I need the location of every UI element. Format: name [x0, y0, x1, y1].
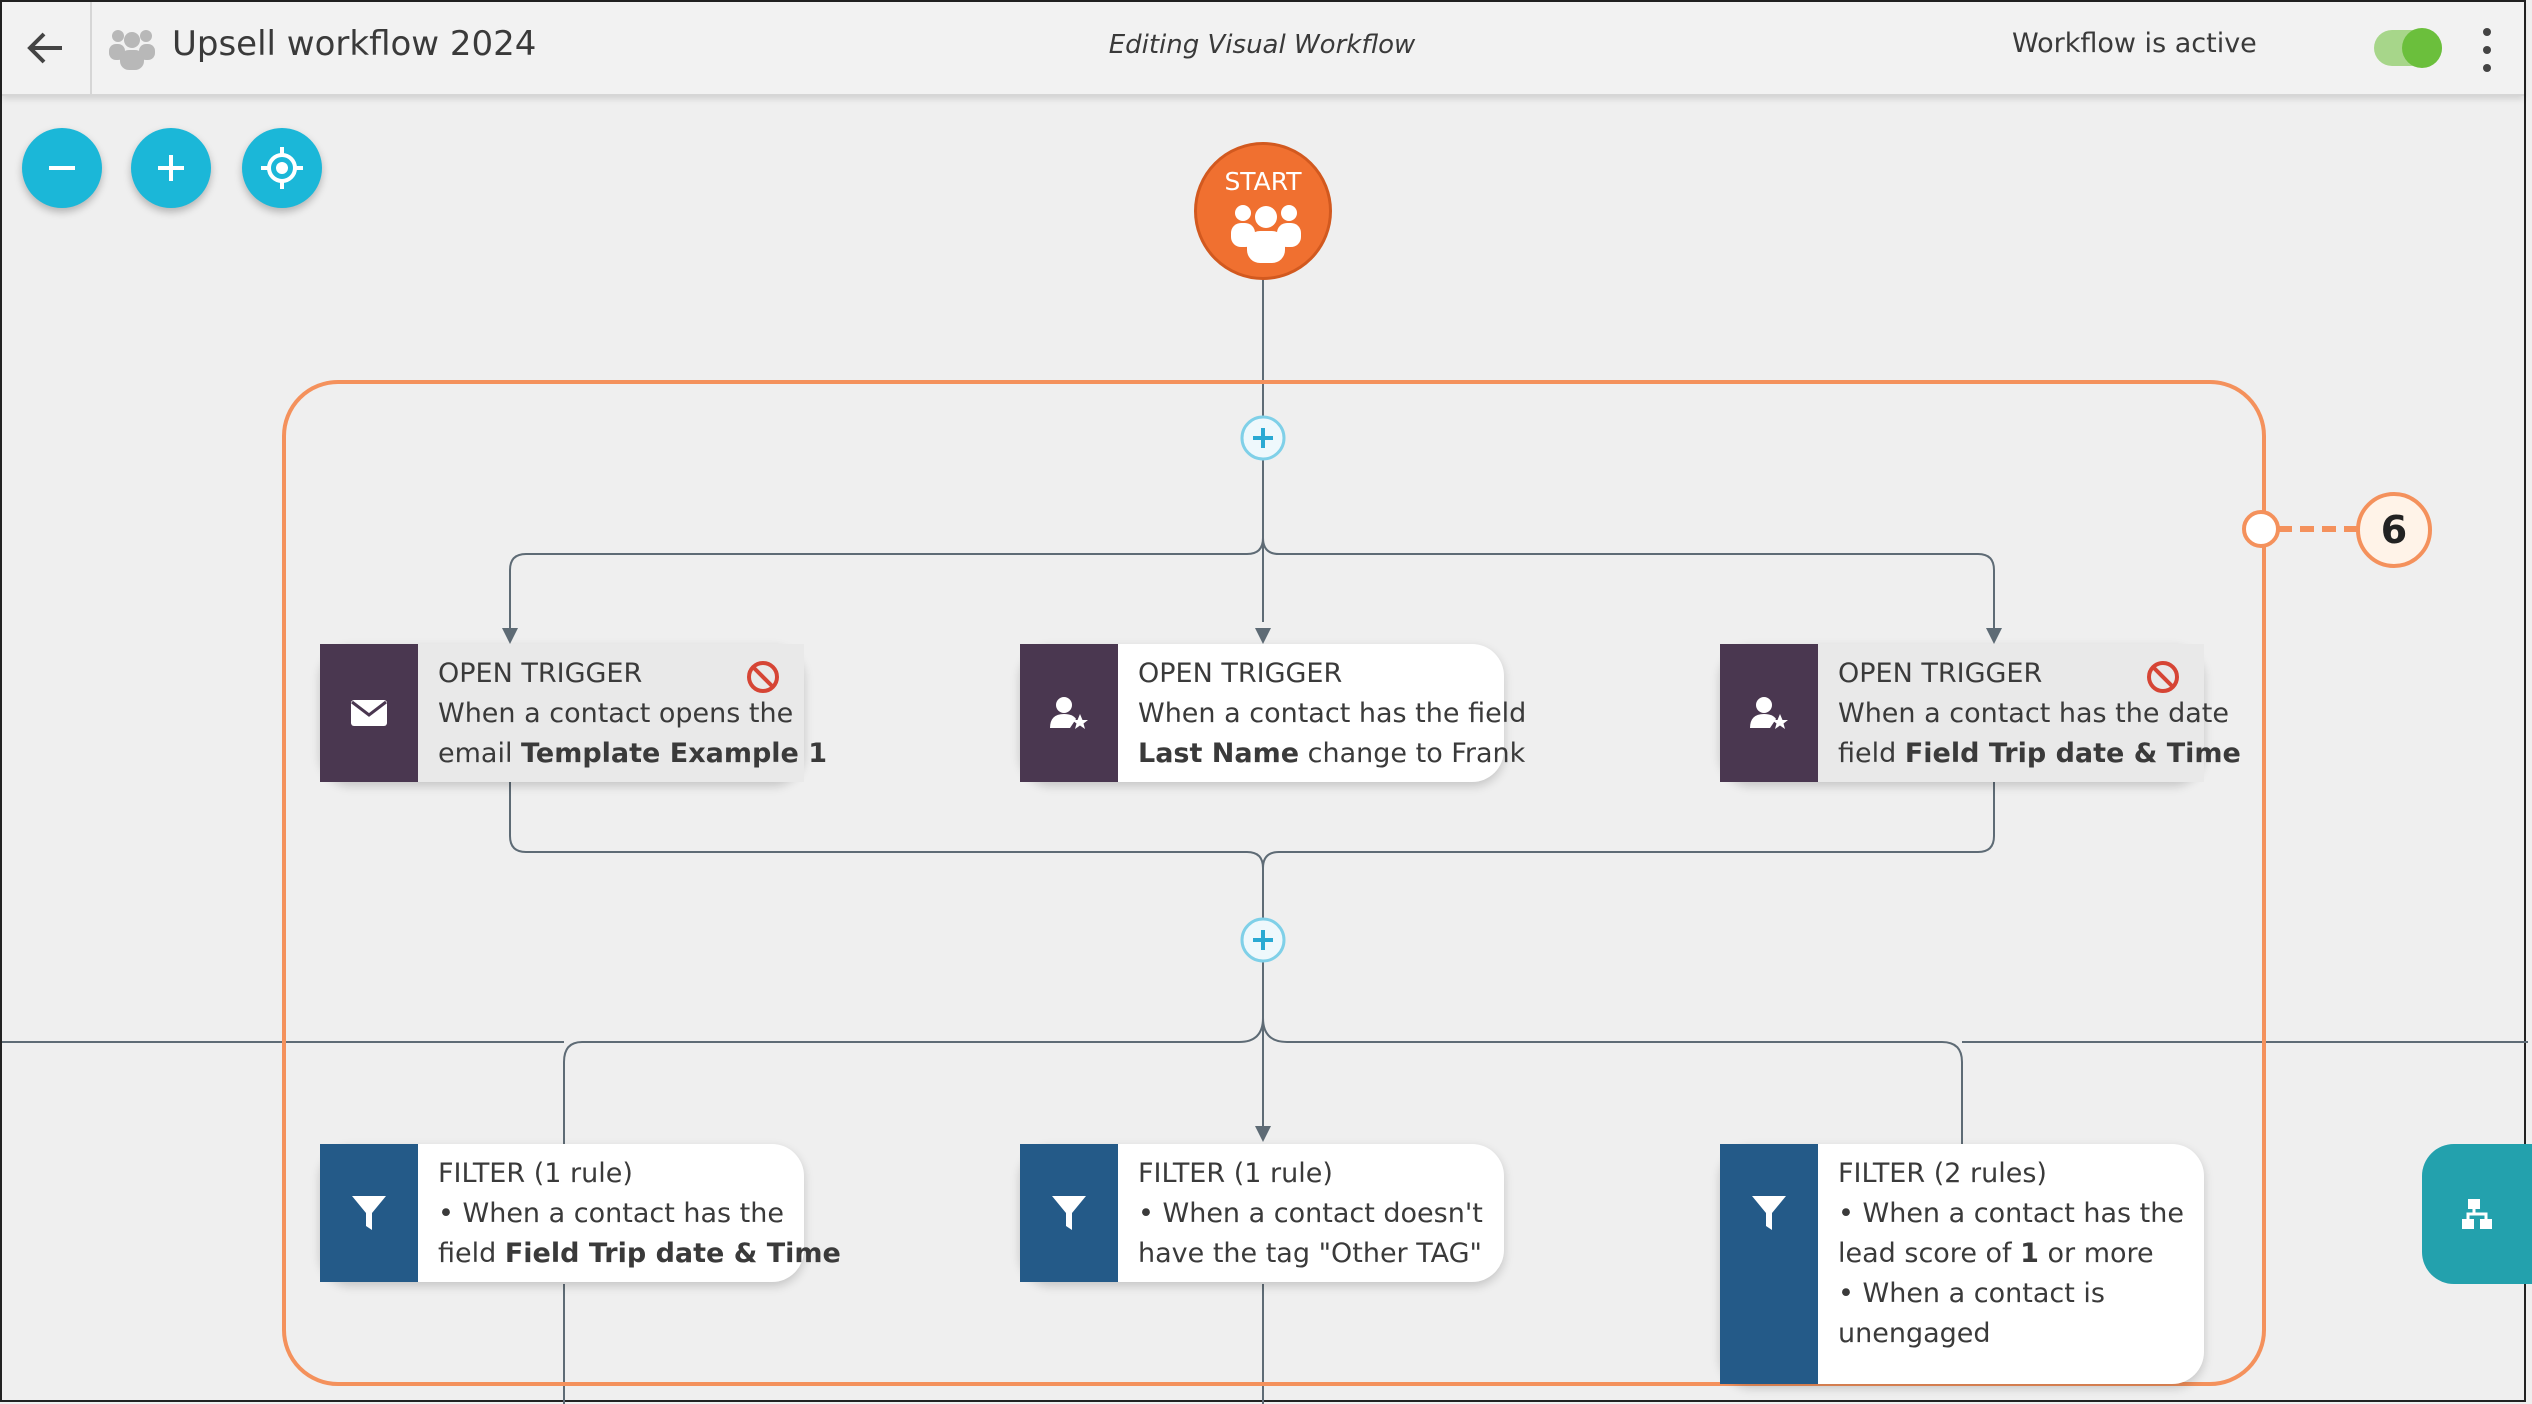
trigger-heading: OPEN TRIGGER — [1838, 658, 2043, 689]
back-button[interactable] — [2, 2, 92, 94]
contacts-group-icon — [109, 30, 155, 70]
trigger-card-icon-panel — [1020, 644, 1118, 782]
filter-bold-value: Field Trip date & Time — [504, 1238, 841, 1269]
workflow-active-label: Workflow is active — [2012, 28, 2257, 59]
filter-rule-line2: lead score of 1 or more — [1838, 1234, 2188, 1274]
trigger-heading: OPEN TRIGGER — [438, 658, 643, 689]
filter-text: field — [438, 1238, 505, 1269]
disabled-ban-icon — [747, 661, 779, 693]
marker-dashed-connector — [2278, 526, 2358, 532]
filter-rule-line2: have the tag "Other TAG" — [1138, 1238, 1482, 1269]
plus-icon — [1240, 917, 1286, 963]
funnel-icon — [352, 1196, 386, 1230]
trigger-text: field — [1838, 738, 1905, 769]
kebab-dot-icon — [2483, 28, 2491, 36]
arrow-left-icon — [27, 32, 62, 64]
email-icon — [351, 700, 387, 726]
filter-card-icon-panel — [1720, 1144, 1818, 1384]
contact-star-icon — [1050, 697, 1088, 729]
workflow-map-tab[interactable] — [2422, 1144, 2532, 1284]
filter-rule-line1: • When a contact has the — [438, 1198, 784, 1229]
filter-rule-line3: • When a contact is — [1838, 1278, 2105, 1309]
trigger-heading: OPEN TRIGGER — [1138, 658, 1343, 689]
workflow-title[interactable]: Upsell workflow 2024 — [172, 24, 537, 64]
filter-rule-line2: field Field Trip date & Time — [438, 1234, 841, 1274]
trigger-description-line2: email Template Example 1 — [438, 734, 827, 774]
filter-heading: FILTER (1 rule) — [1138, 1158, 1333, 1189]
top-bar: Upsell workflow 2024 Editing Visual Work… — [2, 2, 2524, 96]
add-step-button-middle[interactable] — [1239, 916, 1287, 964]
filter-text: or more — [2038, 1238, 2154, 1269]
start-label: START — [1224, 167, 1302, 196]
trigger-card-body: OPEN TRIGGER When a contact opens the em… — [418, 644, 827, 782]
trigger-bold-value: Template Example 1 — [521, 738, 828, 769]
open-trigger-card-date-field[interactable]: OPEN TRIGGER When a contact has the date… — [1720, 644, 2241, 782]
filter-heading: FILTER (2 rules) — [1838, 1158, 2047, 1189]
filter-card-lead-score[interactable]: FILTER (2 rules) • When a contact has th… — [1720, 1144, 2204, 1384]
filter-card-tag[interactable]: FILTER (1 rule) • When a contact doesn't… — [1020, 1144, 1504, 1282]
zoom-out-button[interactable] — [22, 128, 102, 208]
filter-bold-value: 1 — [2020, 1238, 2039, 1269]
filter-rule-line1: • When a contact doesn't — [1138, 1198, 1483, 1229]
callout-number-badge: 6 — [2356, 492, 2432, 568]
recenter-button[interactable] — [242, 128, 322, 208]
filter-card-icon-panel — [1020, 1144, 1118, 1282]
filter-card-date-field[interactable]: FILTER (1 rule) • When a contact has the… — [320, 1144, 841, 1282]
trigger-group-outline — [282, 380, 2266, 1386]
trigger-description-line2: field Field Trip date & Time — [1838, 734, 2241, 774]
open-trigger-card-email[interactable]: OPEN TRIGGER When a contact opens the em… — [320, 644, 827, 782]
zoom-in-button[interactable] — [131, 128, 211, 208]
trigger-description-line1: When a contact has the field — [1138, 698, 1527, 729]
filter-heading: FILTER (1 rule) — [438, 1158, 633, 1189]
plus-icon — [1240, 415, 1286, 461]
toggle-knob — [2402, 28, 2442, 68]
minus-icon — [49, 166, 75, 170]
filter-text: lead score of — [1838, 1238, 2021, 1269]
marker-anchor-dot — [2242, 510, 2280, 548]
editing-mode-label: Editing Visual Workflow — [1108, 30, 1416, 60]
open-trigger-card-field-change[interactable]: OPEN TRIGGER When a contact has the fiel… — [1020, 644, 1527, 782]
filter-rule-line1: • When a contact has the — [1838, 1198, 2184, 1229]
trigger-description-line2: Last Name change to Frank — [1138, 734, 1525, 774]
trigger-description-line1: When a contact has the date — [1838, 698, 2229, 729]
trigger-bold-value: Last Name — [1138, 738, 1300, 769]
kebab-dot-icon — [2483, 46, 2491, 54]
more-options-button[interactable] — [2472, 28, 2502, 72]
trigger-card-body: OPEN TRIGGER When a contact has the date… — [1818, 644, 2241, 782]
workflow-active-toggle[interactable] — [2374, 28, 2442, 68]
trigger-card-icon-panel — [320, 644, 418, 782]
start-node[interactable]: START — [1194, 142, 1332, 280]
trigger-card-body: OPEN TRIGGER When a contact has the fiel… — [1118, 644, 1527, 782]
filter-card-icon-panel — [320, 1144, 418, 1282]
plus-icon — [158, 155, 184, 181]
trigger-card-icon-panel — [1720, 644, 1818, 782]
trigger-text: email — [438, 738, 522, 769]
trigger-bold-value: Field Trip date & Time — [1904, 738, 2241, 769]
crosshair-icon — [261, 147, 303, 189]
contact-star-icon — [1750, 697, 1788, 729]
kebab-dot-icon — [2483, 64, 2491, 72]
sitemap-icon — [2462, 1199, 2492, 1229]
trigger-description-line1: When a contact opens the — [438, 698, 794, 729]
filter-rule-line4: unengaged — [1838, 1318, 1991, 1349]
funnel-icon — [1052, 1196, 1086, 1230]
trigger-text: change to Frank — [1299, 738, 1526, 769]
filter-card-body: FILTER (1 rule) • When a contact has the… — [418, 1144, 841, 1282]
add-step-button-top[interactable] — [1239, 414, 1287, 462]
contacts-group-icon — [1231, 205, 1301, 263]
filter-card-body: FILTER (2 rules) • When a contact has th… — [1818, 1144, 2204, 1384]
disabled-ban-icon — [2147, 661, 2179, 693]
filter-card-body: FILTER (1 rule) • When a contact doesn't… — [1118, 1144, 1504, 1282]
funnel-icon — [1752, 1196, 1786, 1230]
